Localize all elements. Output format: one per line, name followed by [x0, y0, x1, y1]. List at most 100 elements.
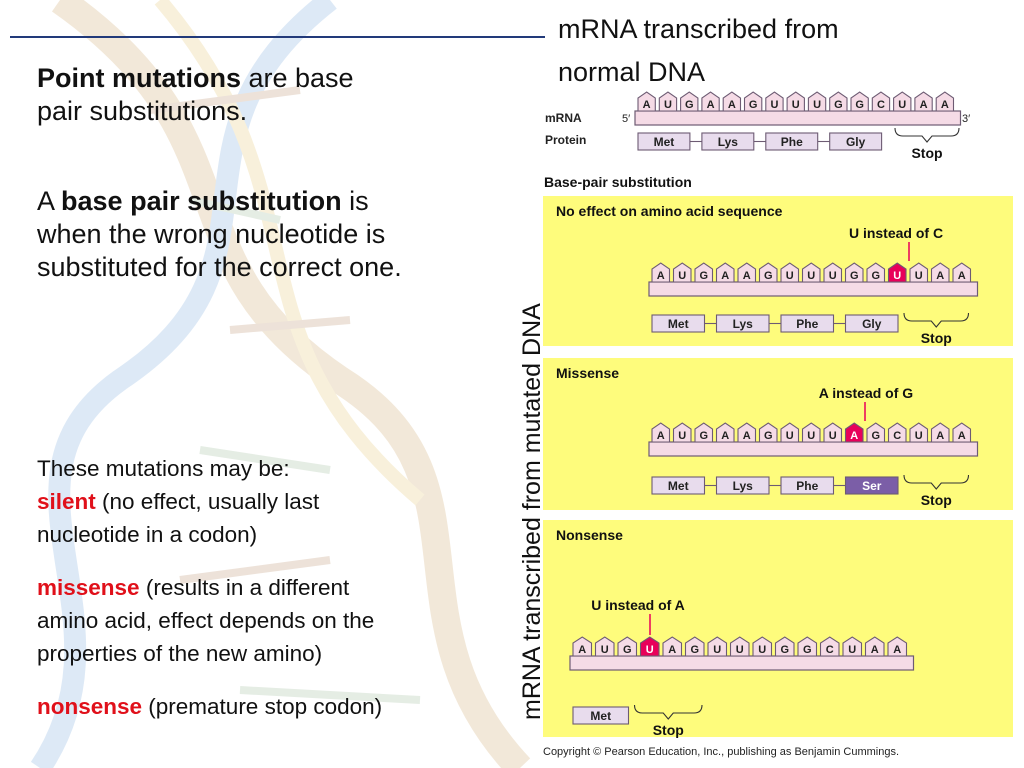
- normal-mrna-nucleotide: [680, 91, 699, 112]
- panel-1-mrna-base-letter: U: [829, 270, 837, 282]
- panel-3-stop-brace: [633, 704, 703, 720]
- panel-3-mrna-base-letter: G: [690, 644, 699, 656]
- panel-1-mrna-nucleotide: [672, 262, 692, 283]
- panel-2-mrna-nucleotide: [866, 422, 886, 443]
- panel-2-mrna-base-letter: G: [699, 430, 708, 442]
- nonsense-desc: (premature stop codon): [142, 694, 383, 719]
- panel-3-mrna-nucleotide: [887, 636, 908, 657]
- p2-text-c: when the wrong nucleotide is: [37, 219, 386, 249]
- normal-stop-label: Stop: [911, 145, 942, 161]
- panel-2-mutation-note: A instead of G: [819, 385, 913, 401]
- normal-mrna-nucleotide: [722, 91, 742, 112]
- normal-mrna-nucleotide: [658, 91, 678, 112]
- panel-2-mrna-base-letter: A: [721, 430, 729, 442]
- panel-2-mrna-nucleotide: [672, 422, 692, 443]
- normal-mrna-nucleotide: [850, 91, 869, 112]
- panel-1-protein-amino-acid-label: Met: [668, 317, 689, 331]
- panel-2-protein-amino-acid-box: [844, 476, 899, 495]
- normal-mrna-base-letter: U: [813, 99, 821, 111]
- five-prime-label: 5′: [622, 113, 630, 125]
- panel-2-mrna-base-letter: C: [893, 430, 901, 442]
- normal-dna-heading: mRNA transcribed from normal DNA: [558, 8, 839, 94]
- base-pair-substitution-heading: Base-pair substitution: [544, 174, 692, 190]
- panel-1-mrna-nucleotide: [801, 262, 821, 283]
- panel-3-mrna-base-letter: G: [780, 644, 789, 656]
- panel-3-mrna-nucleotide: [729, 636, 750, 657]
- p1-text-a: are base: [241, 63, 354, 93]
- panel-2-mrna-base-letter: U: [915, 430, 923, 442]
- panel-3-mrna-nucleotide: [842, 636, 863, 657]
- p2-text-b: is: [341, 186, 369, 216]
- normal-protein-amino-acid-label: Lys: [718, 135, 739, 149]
- panel-3-title: Nonsense: [556, 527, 623, 543]
- panel-1-mrna-nucleotide: [737, 262, 757, 283]
- panel-2-mrna-base-letter: A: [958, 430, 966, 442]
- panel-2-mrna-nucleotide: [758, 422, 778, 443]
- panel-3-mutation-note: U instead of A: [591, 597, 685, 613]
- panel-1-mrna-nucleotide: [844, 262, 864, 283]
- panel-1-mrna-nucleotide: [823, 262, 843, 283]
- mrna-row-label: mRNA: [545, 111, 582, 125]
- panel-1-stop-brace: [903, 312, 970, 328]
- normal-mrna-base-letter: G: [855, 99, 864, 111]
- normal-mrna-nucleotide: [807, 91, 827, 112]
- panel-2-mrna-base-letter: A: [936, 430, 944, 442]
- panel-2-stop-label: Stop: [921, 492, 952, 508]
- panel-3-mrna-backbone: [569, 655, 915, 671]
- panel-3-mrna-base-letter: A: [893, 644, 901, 656]
- three-prime-label: 3′: [962, 113, 970, 125]
- normal-mrna-base-letter: U: [770, 99, 778, 111]
- normal-mrna-base-letter: A: [643, 99, 651, 111]
- normal-mrna-nucleotide: [935, 91, 955, 112]
- panel-1-mrna-nucleotide: [758, 262, 778, 283]
- panel-1-mutation-note: U instead of C: [849, 225, 943, 241]
- panel-1-mrna-nucleotide: [887, 262, 907, 283]
- panel-2-mrna-nucleotide: [715, 422, 735, 443]
- normal-mrna-base-letter: A: [728, 99, 736, 111]
- panel-1-mrna-base-letter: A: [958, 270, 966, 282]
- panel-3-mrna-base-letter: C: [826, 644, 834, 656]
- panel-3-mrna-nucleotide: [797, 636, 818, 657]
- normal-mrna-nucleotide: [701, 91, 720, 112]
- panel-2-mrna-nucleotide: [930, 422, 950, 443]
- panel-1-mrna-nucleotide: [651, 262, 671, 283]
- missense-term: missense: [37, 575, 140, 600]
- panel-3-protein-amino-acid-box: [572, 706, 630, 725]
- panel-2-mrna-nucleotide: [823, 422, 843, 443]
- panel-1-mrna-base-letter: U: [807, 270, 815, 282]
- panel-3-mrna-nucleotide: [707, 636, 728, 657]
- panel-2-mrna-nucleotide: [801, 422, 821, 443]
- missense-desc-c: properties of the new amino): [37, 641, 323, 666]
- panel-2-mrna-backbone: [648, 441, 979, 457]
- panel-3-mrna-base-letter: U: [758, 644, 766, 656]
- point-mutations-paragraph: Point mutations are base pair substituti…: [37, 62, 354, 128]
- panel-1-protein-amino-acid-box: [844, 314, 899, 333]
- panel-1-title: No effect on amino acid sequence: [556, 203, 783, 219]
- panel-3-mrna-base-letter: G: [623, 644, 632, 656]
- panel-1-mrna-base-letter: U: [893, 270, 901, 282]
- normal-mrna-backbone: [634, 110, 962, 126]
- point-mutations-term: Point mutations: [37, 63, 241, 93]
- normal-mrna-nucleotide: [786, 91, 805, 112]
- normal-mrna-base-letter: A: [920, 99, 928, 111]
- panel-1-mrna-nucleotide: [694, 262, 714, 283]
- panel-2-protein-amino-acid-label: Met: [668, 479, 689, 493]
- panel-3-protein-amino-acid-label: Met: [590, 709, 611, 723]
- panel-3-mrna-base-letter: A: [871, 644, 879, 656]
- p2-text-d: substituted for the correct one.: [37, 252, 402, 282]
- panel-1-mrna-base-letter: A: [721, 270, 729, 282]
- normal-stop-brace: [894, 127, 960, 143]
- panel-1-mrna-backbone: [648, 281, 979, 297]
- p1-text-b: pair substitutions.: [37, 96, 248, 126]
- normal-mrna-nucleotide: [765, 91, 784, 112]
- panel-1-mrna-base-letter: G: [871, 270, 880, 282]
- panel-1-stop-label: Stop: [921, 330, 952, 346]
- panel-3-stop-label: Stop: [653, 722, 684, 738]
- copyright-notice: Copyright © Pearson Education, Inc., pub…: [543, 746, 900, 758]
- normal-mrna-base-letter: U: [792, 99, 800, 111]
- panel-2-mrna-base-letter: G: [764, 430, 773, 442]
- normal-mrna-base-letter: G: [685, 99, 694, 111]
- missense-desc-a: (results in a different: [139, 575, 350, 600]
- panel-2-protein-amino-acid-label: Lys: [733, 479, 754, 493]
